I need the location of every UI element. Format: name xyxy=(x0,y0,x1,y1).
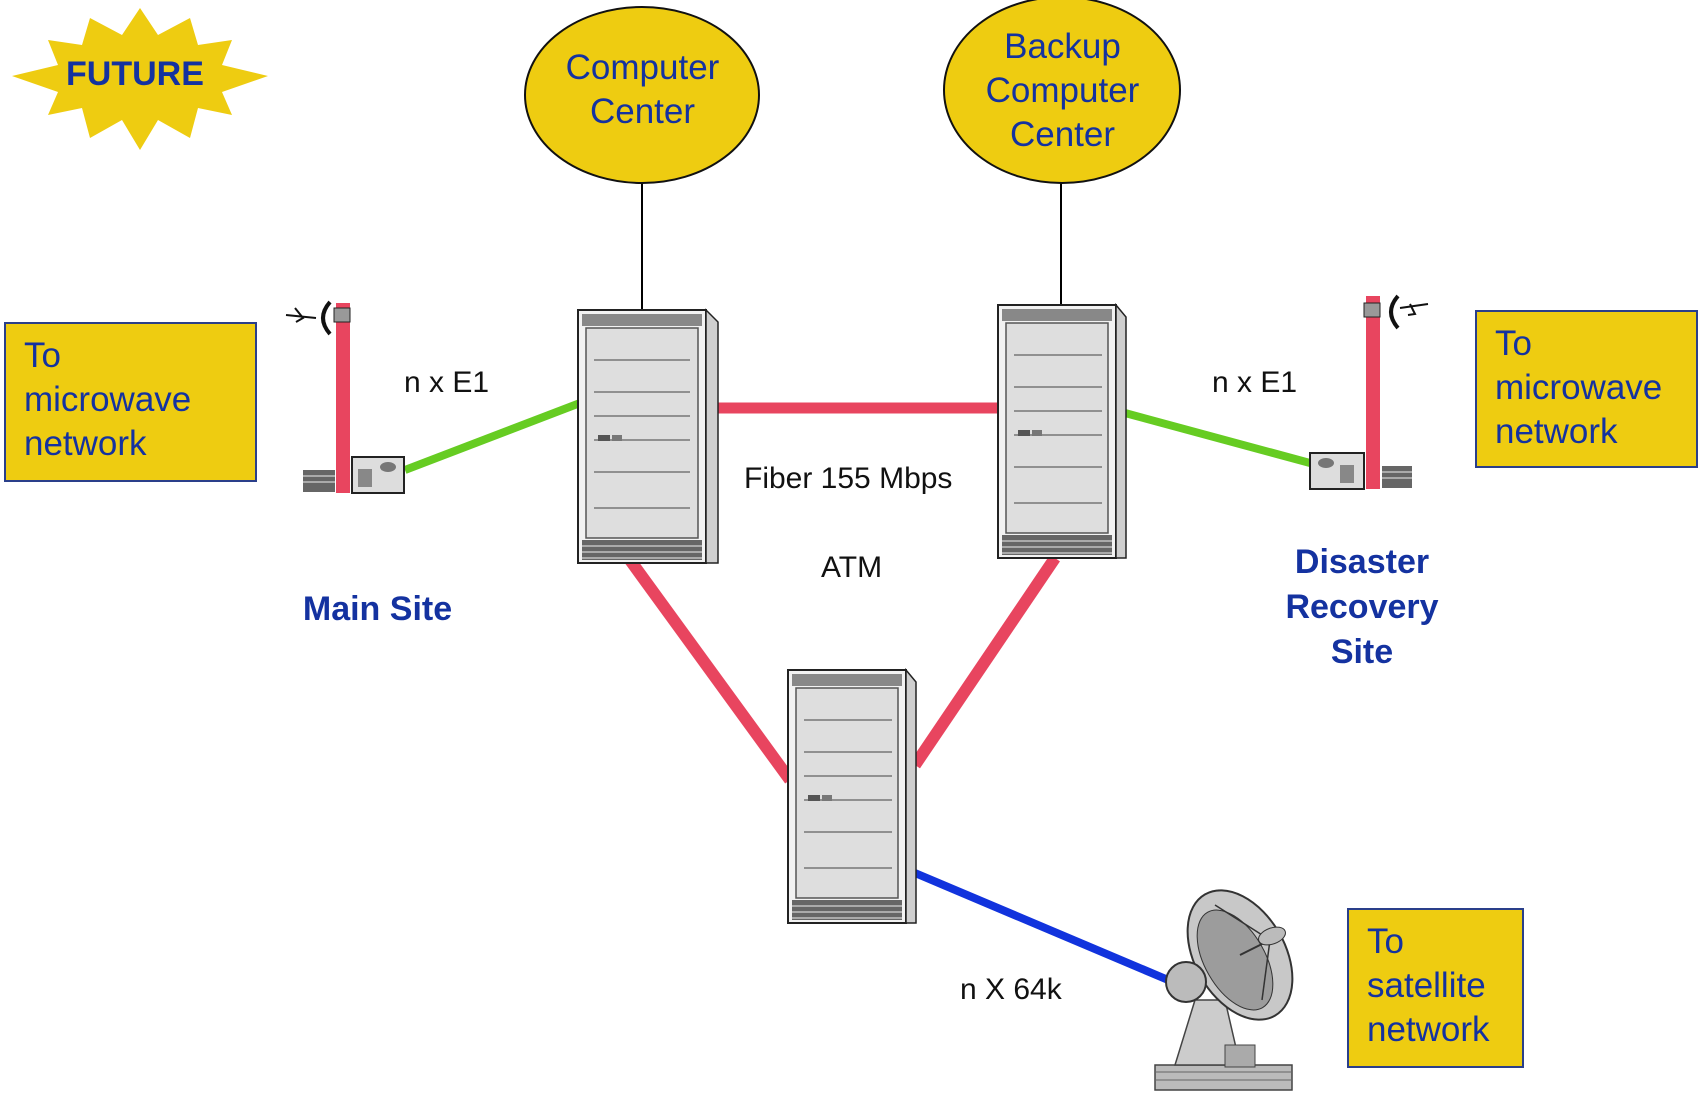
satellite-dish-icon xyxy=(1154,889,1294,1091)
backup-switch-icon xyxy=(997,302,1127,559)
backup-center-line-3: Center xyxy=(1009,115,1116,154)
satellite-box-line-1: To xyxy=(1367,922,1404,961)
computer-center-line-2: Center xyxy=(589,92,696,131)
fiber-link-right xyxy=(910,554,1060,769)
satellite-network-box: To satellite network xyxy=(1347,908,1524,1068)
right-box-line-3: network xyxy=(1495,412,1618,451)
main-site-label: Main Site xyxy=(302,590,453,628)
left-box-line-1: To xyxy=(24,336,61,375)
right-e1-label: n x E1 xyxy=(1212,366,1298,399)
main-switch-icon xyxy=(577,308,719,564)
right-box-line-1: To xyxy=(1495,324,1532,363)
satellite-link-label: n X 64k xyxy=(960,973,1062,1006)
satellite-link xyxy=(913,869,1182,989)
atm-label: ATM xyxy=(821,551,883,584)
computer-center-label: Computer Center xyxy=(525,46,760,134)
left-microwave-tower-icon xyxy=(285,300,405,494)
e1-link-left xyxy=(403,399,582,474)
fiber-link-left xyxy=(625,556,795,784)
left-microwave-network-box: To microwave network xyxy=(4,322,257,482)
satellite-box-line-2: satellite xyxy=(1367,966,1486,1005)
right-box-line-2: microwave xyxy=(1495,368,1663,407)
left-e1-label: n x E1 xyxy=(404,366,490,399)
dr-line-3: Site xyxy=(1330,633,1394,671)
disaster-recovery-site-label: Disaster Recovery Site xyxy=(1262,540,1462,675)
backup-center-line-1: Backup xyxy=(1004,27,1121,66)
right-microwave-network-box: To microwave network xyxy=(1475,310,1698,468)
computer-center-ellipse xyxy=(524,6,760,184)
backup-computer-center-label: Backup Computer Center xyxy=(945,25,1180,157)
dr-line-1: Disaster xyxy=(1294,543,1430,581)
dr-line-2: Recovery xyxy=(1285,588,1439,626)
computer-center-line-1: Computer xyxy=(565,48,720,87)
satellite-box-line-3: network xyxy=(1367,1010,1490,1049)
backup-computer-center-ellipse xyxy=(943,0,1181,184)
future-badge-label: FUTURE xyxy=(66,55,204,93)
left-box-line-2: microwave xyxy=(24,380,192,419)
fiber-label: Fiber 155 Mbps xyxy=(744,462,953,495)
right-microwave-tower-icon xyxy=(1309,294,1429,490)
left-box-line-3: network xyxy=(24,424,147,463)
satellite-switch-icon xyxy=(787,667,917,924)
backup-center-line-2: Computer xyxy=(985,71,1140,110)
e1-link-right xyxy=(1123,409,1312,467)
future-starburst xyxy=(12,8,268,150)
